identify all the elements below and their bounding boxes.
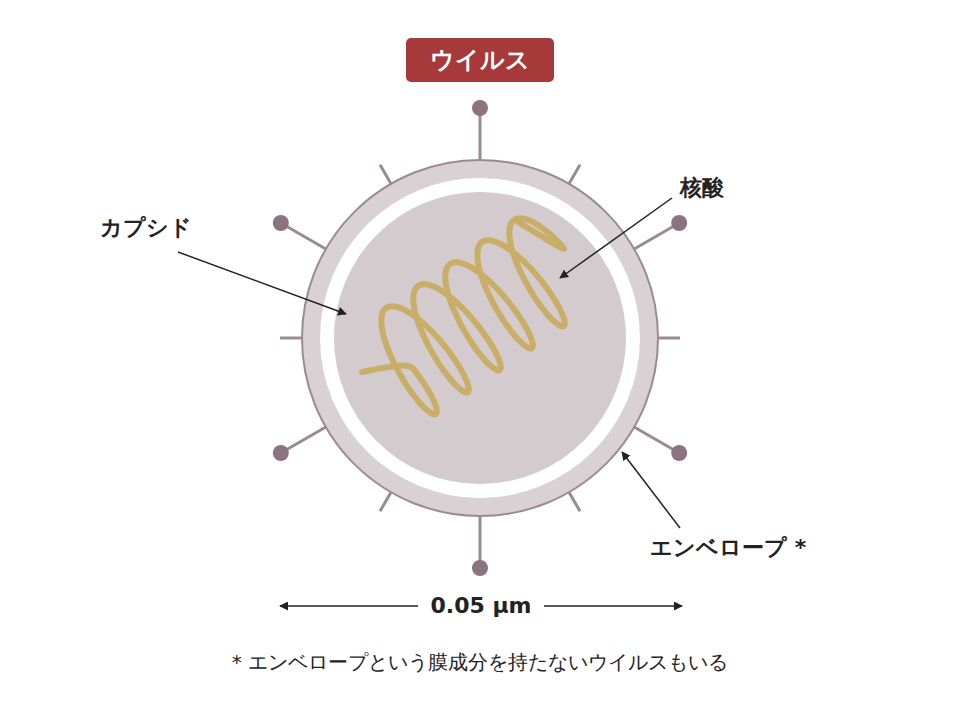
spike-head [472, 560, 488, 576]
leader-line [622, 452, 680, 528]
dimension-label: 0.05 μm [430, 593, 531, 619]
envelope-gap [320, 178, 640, 498]
envelope [302, 160, 658, 516]
part-label: 核酸 [680, 175, 724, 201]
spike-head [273, 215, 289, 231]
capsid [334, 192, 626, 484]
title: ウイルス [430, 46, 530, 74]
caption: * エンベロープという膜成分を持たないウイルスもいる [232, 650, 728, 674]
leader-line [178, 252, 346, 314]
spike-head [472, 100, 488, 116]
envelope-spikes [273, 100, 687, 576]
spike [380, 165, 391, 184]
title-box: ウイルス [406, 38, 554, 83]
spike [280, 337, 302, 340]
part-label: エンベロープ * [650, 535, 806, 561]
spike-head [273, 445, 289, 461]
spike [658, 337, 680, 340]
dimension-arrow [544, 605, 682, 607]
spike [569, 492, 580, 511]
spike-head [671, 215, 687, 231]
spike-head [671, 445, 687, 461]
spike [380, 492, 391, 511]
leader-line [560, 198, 672, 278]
part-label: カプシド [100, 215, 192, 241]
dimension-arrow [280, 605, 418, 607]
nucleic-acid [362, 218, 565, 414]
spike [569, 165, 580, 184]
